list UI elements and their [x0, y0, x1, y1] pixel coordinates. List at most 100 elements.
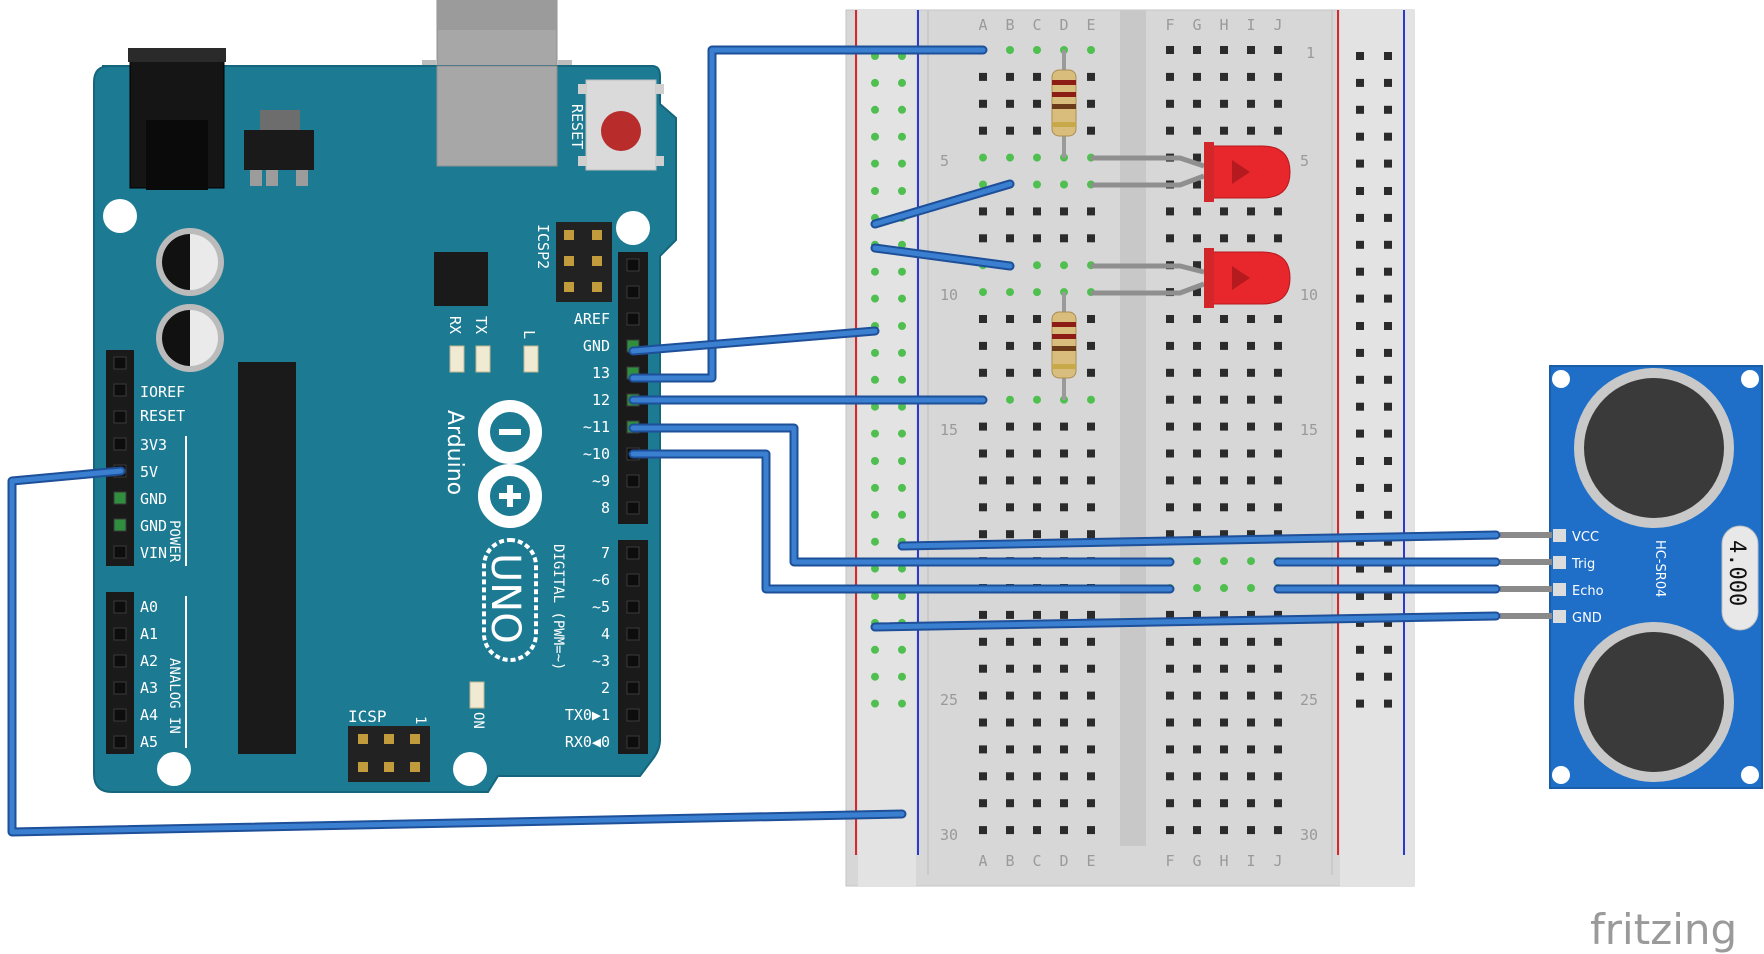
breadboard-hole	[1033, 826, 1041, 835]
breadboard-hole	[1087, 745, 1095, 754]
breadboard-hole	[1247, 772, 1255, 781]
breadboard-row-numbers: 1 5 5 10 10 15 15 25 25 30 30	[940, 44, 1318, 844]
breadboard-hole	[1247, 664, 1255, 673]
breadboard-hole	[1384, 429, 1392, 438]
breadboard-hole	[1247, 799, 1255, 808]
breadboard-hole	[1166, 664, 1174, 673]
breadboard-hole	[979, 153, 987, 162]
breadboard-hole	[1033, 234, 1041, 243]
breadboard-hole	[1006, 610, 1014, 619]
breadboard-hole	[1384, 592, 1392, 600]
breadboard-hole	[1060, 207, 1068, 216]
red-led-2	[1091, 248, 1291, 308]
rx-led	[449, 345, 465, 373]
pin-label-10: ~10	[583, 445, 610, 463]
breadboard-hole	[1220, 664, 1228, 673]
wire-rail-to-a9	[870, 243, 1015, 271]
breadboard-hole	[1006, 664, 1014, 673]
breadboard-hole	[1166, 422, 1174, 431]
mount-hole	[616, 211, 650, 245]
breadboard-hole	[979, 72, 987, 81]
breadboard-hole	[1033, 261, 1041, 270]
breadboard-hole	[1356, 564, 1364, 573]
breadboard-hole	[1220, 745, 1228, 754]
breadboard-hole	[1247, 530, 1255, 539]
mount-hole	[1552, 370, 1570, 388]
crystal-oscillator	[1721, 525, 1759, 631]
breadboard-hole	[1220, 234, 1228, 243]
column-label-h: H	[1219, 852, 1228, 870]
breadboard-hole	[1193, 341, 1201, 350]
header-socket	[626, 654, 640, 668]
breadboard-hole	[1006, 99, 1014, 108]
breadboard-hole	[1193, 72, 1201, 81]
breadboard-hole	[1033, 153, 1041, 162]
breadboard-hole	[1006, 315, 1014, 323]
breadboard-hole	[1220, 476, 1228, 485]
breadboard-hole	[1166, 315, 1174, 323]
breadboard-hole	[1384, 672, 1392, 681]
icsp-pin1-label: 1	[412, 716, 428, 724]
breadboard-hole	[1193, 449, 1201, 458]
row-number: 5	[940, 152, 949, 170]
breadboard-hole	[1087, 530, 1095, 539]
breadboard-hole	[1060, 234, 1068, 243]
breadboard-hole	[1193, 826, 1201, 835]
breadboard-hole	[1193, 718, 1201, 727]
header-socket	[113, 708, 127, 722]
breadboard-hole	[1384, 132, 1392, 141]
breadboard-hole	[871, 294, 879, 303]
breadboard-hole	[1247, 745, 1255, 754]
breadboard-hole	[1274, 341, 1282, 350]
breadboard-hole	[871, 564, 879, 573]
breadboard-hole	[1193, 637, 1201, 646]
breadboard-hole	[1166, 341, 1174, 350]
digital-section-label: DIGITAL (PWM=~)	[550, 544, 566, 670]
column-label-e: E	[1086, 852, 1095, 870]
breadboard-hole	[1356, 294, 1364, 303]
breadboard-hole	[1033, 99, 1041, 108]
pin-label-3v3: 3V3	[140, 436, 167, 454]
breadboard-hole	[1274, 664, 1282, 673]
icsp2-label: ICSP2	[534, 224, 552, 269]
breadboard-hole	[871, 105, 879, 114]
breadboard-hole	[1166, 691, 1174, 700]
usb-interface-chip	[434, 252, 488, 306]
trig-pin	[1553, 556, 1566, 569]
header-socket	[113, 491, 127, 505]
breadboard-hole	[1247, 368, 1255, 377]
breadboard-hole	[1087, 315, 1095, 323]
breadboard-hole	[979, 476, 987, 485]
column-label-b: B	[1005, 852, 1014, 870]
breadboard-hole	[1247, 691, 1255, 700]
breadboard-hole	[1006, 234, 1014, 243]
breadboard-hole	[898, 322, 906, 330]
breadboard-hole	[1193, 288, 1201, 297]
sensor-pin-label-vcc: VCC	[1572, 530, 1599, 545]
breadboard-hole	[1033, 691, 1041, 700]
pin-label-5: ~5	[592, 598, 610, 616]
breadboard-hole	[979, 207, 987, 216]
breadboard-hole	[871, 645, 879, 654]
crystal-label: 4.000	[1724, 540, 1749, 606]
header-socket	[626, 474, 640, 488]
breadboard-hole	[898, 132, 906, 141]
row-number: 1	[1306, 44, 1315, 62]
breadboard-hole	[1220, 341, 1228, 350]
breadboard-hole	[1356, 457, 1364, 465]
vcc-pin	[1553, 529, 1566, 542]
breadboard-hole	[898, 457, 906, 465]
breadboard-hole	[898, 483, 906, 492]
reset-button[interactable]	[578, 79, 664, 171]
breadboard-hole	[1087, 234, 1095, 243]
breadboard-hole	[1193, 395, 1201, 404]
breadboard-hole	[1006, 46, 1014, 54]
breadboard-hole	[1006, 745, 1014, 754]
breadboard-hole	[898, 159, 906, 168]
breadboard-hole	[1274, 530, 1282, 539]
row-number: 10	[1300, 286, 1318, 304]
breadboard-hole	[1193, 261, 1201, 270]
l-led-label: L	[520, 330, 538, 339]
pin-label-4: 4	[601, 625, 610, 643]
breadboard-hole	[1220, 46, 1228, 54]
